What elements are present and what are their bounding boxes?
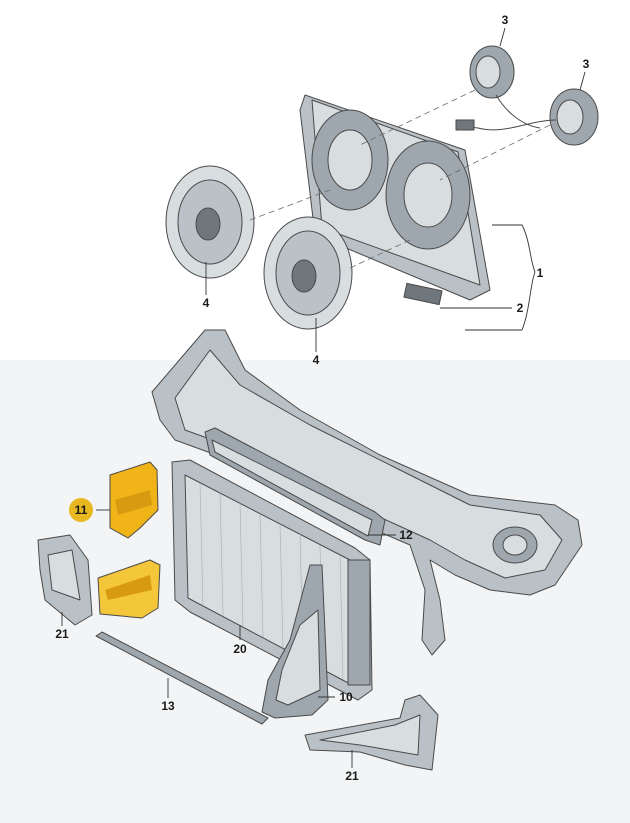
assembly-lines — [249, 89, 551, 269]
callout-12: 12 — [399, 528, 413, 542]
air-duct-side — [261, 564, 329, 719]
callout-11-badge — [69, 498, 93, 522]
callout-4-right: 4 — [313, 353, 320, 367]
bracket-left — [37, 534, 93, 626]
cover-highlighted — [97, 461, 161, 619]
leader-lines — [61, 27, 586, 768]
callout-4-left: 4 — [203, 296, 210, 310]
shroud-bracket — [403, 282, 443, 306]
callout-10: 10 — [339, 690, 353, 704]
callout-2: 2 — [517, 301, 524, 315]
callout-20: 20 — [233, 642, 247, 656]
callout-21-left: 21 — [55, 627, 69, 641]
fan-left — [165, 165, 255, 279]
air-guide-upper — [204, 427, 386, 546]
callout-3-upper: 3 — [502, 13, 509, 27]
fan-right — [263, 216, 353, 330]
fan-motor-upper — [469, 45, 541, 129]
callout-1: 1 — [537, 266, 544, 280]
fan-motor-lower — [455, 88, 599, 146]
callout-11: 11 — [75, 503, 88, 517]
callout-13: 13 — [161, 699, 175, 713]
fan-shroud — [299, 94, 491, 306]
bracket-right — [304, 694, 439, 771]
callout-labels: 1 2 3 3 4 4 10 11 12 13 20 21 21 — [55, 13, 589, 783]
callout-3-lower: 3 — [583, 57, 590, 71]
callout-21-right: 21 — [345, 769, 359, 783]
seal-strip — [95, 631, 269, 725]
